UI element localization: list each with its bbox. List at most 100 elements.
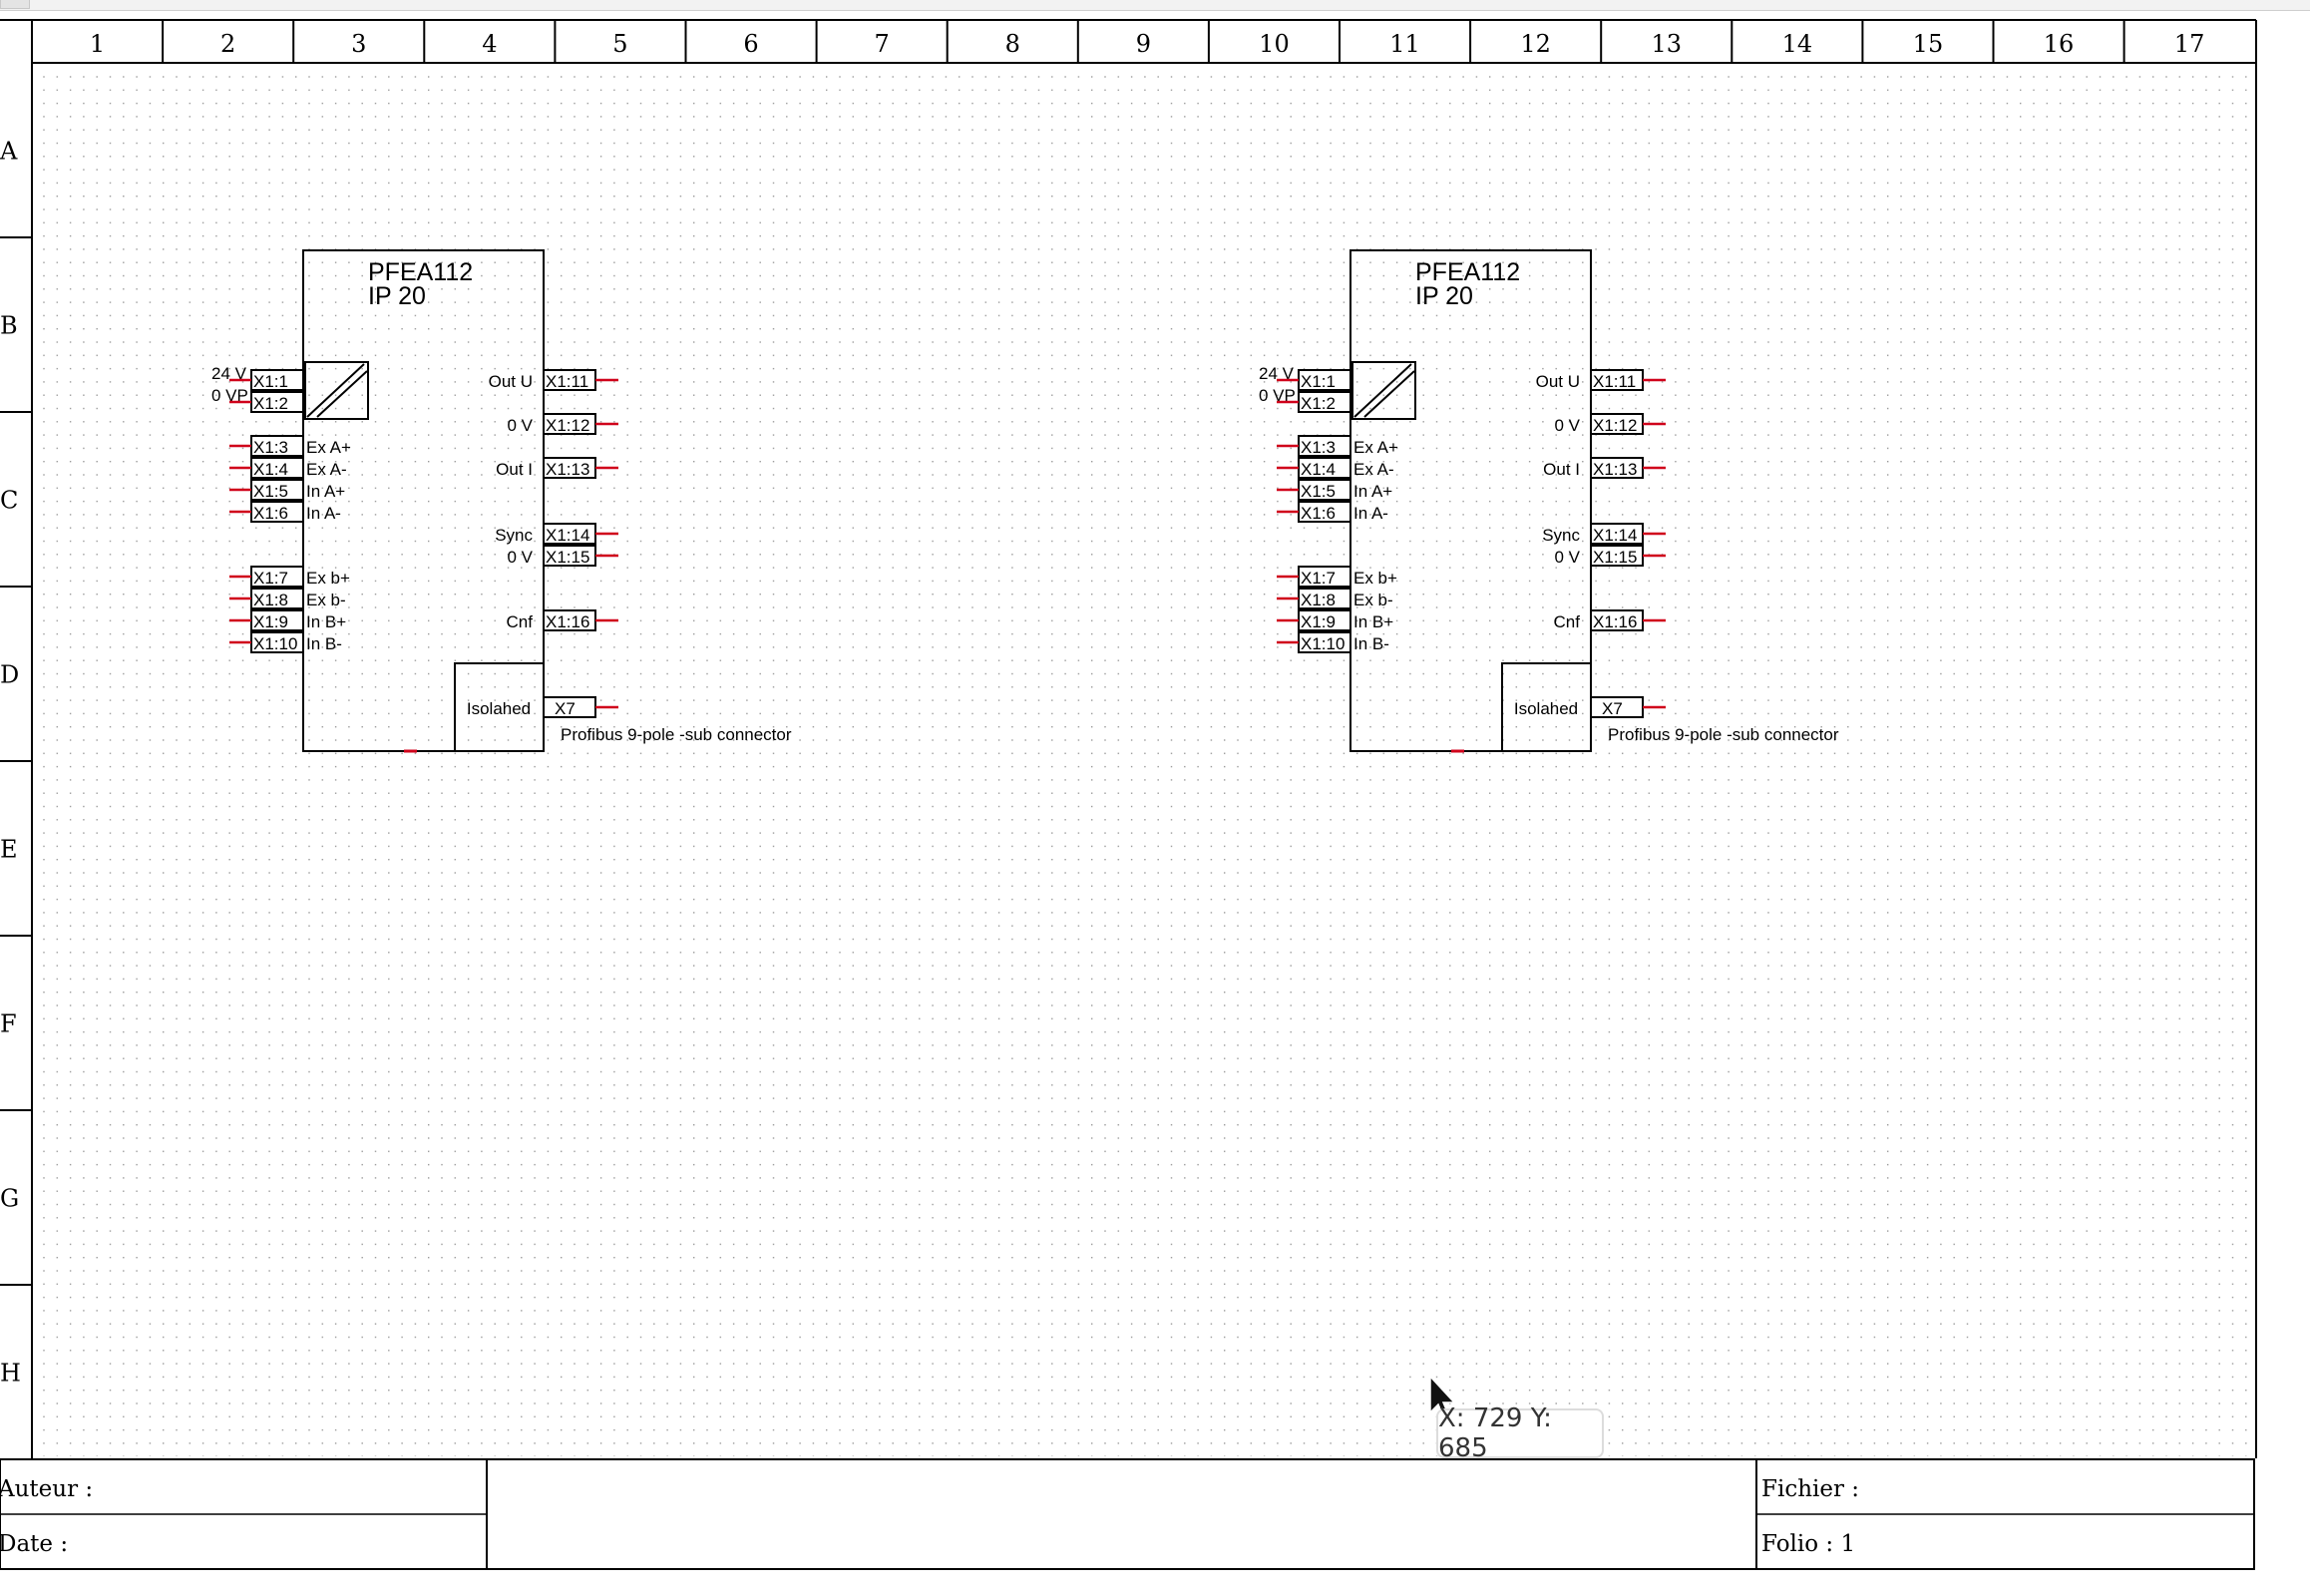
isolated-label: Isolahed: [1514, 699, 1578, 718]
terminal-id: X1:13: [1593, 460, 1637, 479]
terminal-id: X1:8: [1301, 591, 1336, 609]
folio-frame: [0, 19, 2257, 1458]
terminal-id: X1:11: [546, 372, 588, 391]
column-number: 8: [1005, 30, 1020, 58]
terminal-left[interactable]: X1:9 In B+: [229, 609, 346, 631]
terminal-id: X1:5: [253, 482, 288, 501]
terminal-label: 0 V: [507, 416, 533, 435]
terminal-label: In B-: [1353, 634, 1389, 653]
terminal-label: In B+: [306, 612, 346, 631]
column-number: 1: [90, 30, 105, 58]
terminal-left[interactable]: X1:1: [1277, 369, 1351, 391]
terminal-id: X1:9: [1301, 612, 1336, 631]
terminal-id: X1:7: [253, 569, 288, 588]
terminal-label: Ex A+: [306, 438, 351, 457]
window-top-bar: [0, 0, 2310, 11]
terminal-left[interactable]: X1:10 In B-: [1277, 631, 1389, 653]
column-number: 12: [1520, 30, 1551, 58]
connector-x7[interactable]: X7: [1590, 696, 1666, 718]
terminal-label: 0 V: [1554, 416, 1580, 435]
connector-x7[interactable]: X7: [543, 696, 618, 718]
column-number: 3: [351, 30, 366, 58]
terminal-right[interactable]: X1:150 V: [1554, 545, 1666, 567]
terminal-id: X1:13: [546, 460, 589, 479]
terminal-right[interactable]: X1:150 V: [507, 545, 618, 567]
converter-symbol: [1351, 361, 1416, 420]
column-number: 11: [1389, 30, 1420, 58]
terminal-label: In A-: [306, 504, 341, 523]
file-field: Fichier :: [1761, 1476, 1859, 1502]
terminal-left[interactable]: X1:6 In A-: [229, 501, 341, 523]
terminal-label: In A+: [1353, 482, 1392, 501]
converter-symbol: [304, 361, 369, 420]
terminal-id: X1:2: [253, 394, 288, 413]
terminal-id: X1:6: [253, 504, 288, 523]
column-number: 5: [612, 30, 627, 58]
row-letter: E: [0, 836, 18, 864]
column-number: 7: [875, 30, 890, 58]
terminal-id: X1:14: [1593, 526, 1637, 545]
terminal-id: X1:4: [253, 460, 288, 479]
column-number: 4: [482, 30, 497, 58]
terminal-label: Out U: [1536, 372, 1580, 391]
terminal-id: X1:2: [1301, 394, 1336, 413]
terminal-left[interactable]: X1:2: [229, 391, 304, 413]
terminal-right[interactable]: X1:120 V: [507, 413, 618, 435]
terminal-left[interactable]: X1:3 Ex A+: [1277, 435, 1398, 457]
row-letter: A: [0, 138, 18, 166]
connector-id: X7: [1602, 699, 1623, 718]
supply-0vp-label: 0 VP: [1259, 386, 1296, 405]
terminal-right[interactable]: X1:120 V: [1554, 413, 1666, 435]
terminal-id: X1:4: [1301, 460, 1336, 479]
terminal-id: X1:3: [1301, 438, 1336, 457]
terminal-label: 0 V: [1554, 548, 1580, 567]
module-subtitle: IP 20: [368, 282, 426, 310]
terminal-left[interactable]: X1:1: [229, 369, 304, 391]
terminal-id: X1:1: [253, 372, 288, 391]
column-number: 10: [1259, 30, 1290, 58]
row-letter: H: [0, 1360, 21, 1388]
terminal-id: X1:1: [1301, 372, 1336, 391]
terminal-left[interactable]: X1:2: [1277, 391, 1351, 413]
terminal-id: X1:8: [253, 591, 288, 609]
document-tab[interactable]: [0, 0, 30, 9]
terminal-left[interactable]: X1:8 Ex b-: [229, 588, 346, 609]
terminal-label: In B-: [306, 634, 342, 653]
row-letter: D: [0, 661, 19, 689]
column-number: 17: [2174, 30, 2205, 58]
terminal-id: X1:15: [546, 548, 589, 567]
terminal-id: X1:14: [546, 526, 589, 545]
terminal-label: Ex A+: [1353, 438, 1398, 457]
row-letter: B: [0, 312, 18, 340]
module-title: PFEA112: [1415, 258, 1520, 286]
terminal-id: X1:10: [1301, 634, 1345, 653]
connector-note: Profibus 9-pole -sub connector: [1608, 725, 1839, 744]
row-letter: C: [0, 487, 18, 515]
terminal-id: X1:9: [253, 612, 288, 631]
terminal-label: Ex b-: [306, 591, 346, 609]
